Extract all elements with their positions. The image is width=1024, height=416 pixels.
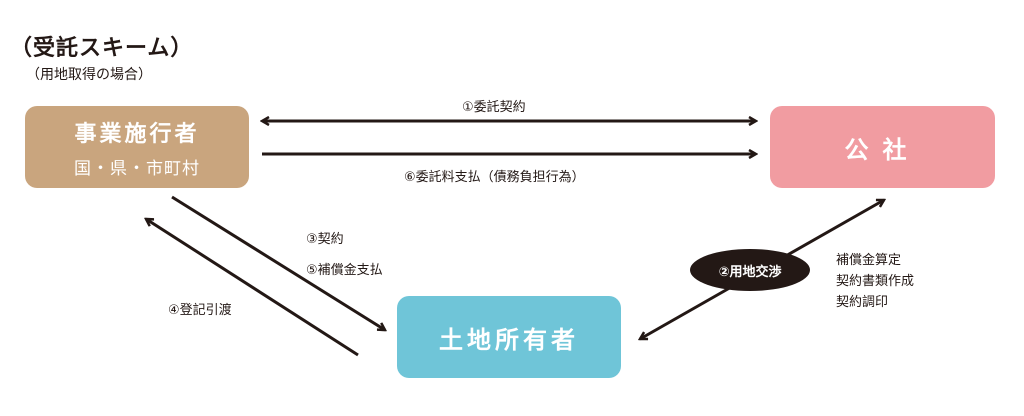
node-owner-name: 土地所有者 xyxy=(439,325,579,354)
node-kosha: 公社 xyxy=(770,106,995,188)
label-contract-3: ③契約 xyxy=(306,232,344,247)
task-item: 契約調印 xyxy=(836,295,889,310)
label-fee: ⑥委託料支払（債務負担行為） xyxy=(404,170,585,185)
node-kosha-name: 公社 xyxy=(844,135,921,164)
node-owner: 土地所有者 xyxy=(397,296,621,378)
task-item: 契約書類作成 xyxy=(836,274,915,289)
task-list: 補償金算定 契約書類作成 契約調印 xyxy=(836,250,914,313)
label-contract: ①委託契約 xyxy=(462,100,526,115)
arrow-executor-to-owner xyxy=(171,195,385,330)
label-negotiation-text: ②用地交渉 xyxy=(718,264,782,280)
node-executor: 事業施行者 国・県・市町村 xyxy=(25,106,249,188)
node-executor-sub: 国・県・市町村 xyxy=(74,158,200,179)
page-subtitle: （用地取得の場合） xyxy=(26,67,152,83)
label-negotiation: ②用地交渉 xyxy=(690,249,810,291)
label-compensation: ⑤補償金支払 xyxy=(306,263,383,278)
task-item: 補償金算定 xyxy=(836,253,902,268)
arrow-owner-to-executor xyxy=(146,219,359,357)
node-executor-name: 事業施行者 xyxy=(74,121,200,147)
page-title: （受託スキーム） xyxy=(10,36,194,61)
label-registration: ④登記引渡 xyxy=(168,303,232,318)
